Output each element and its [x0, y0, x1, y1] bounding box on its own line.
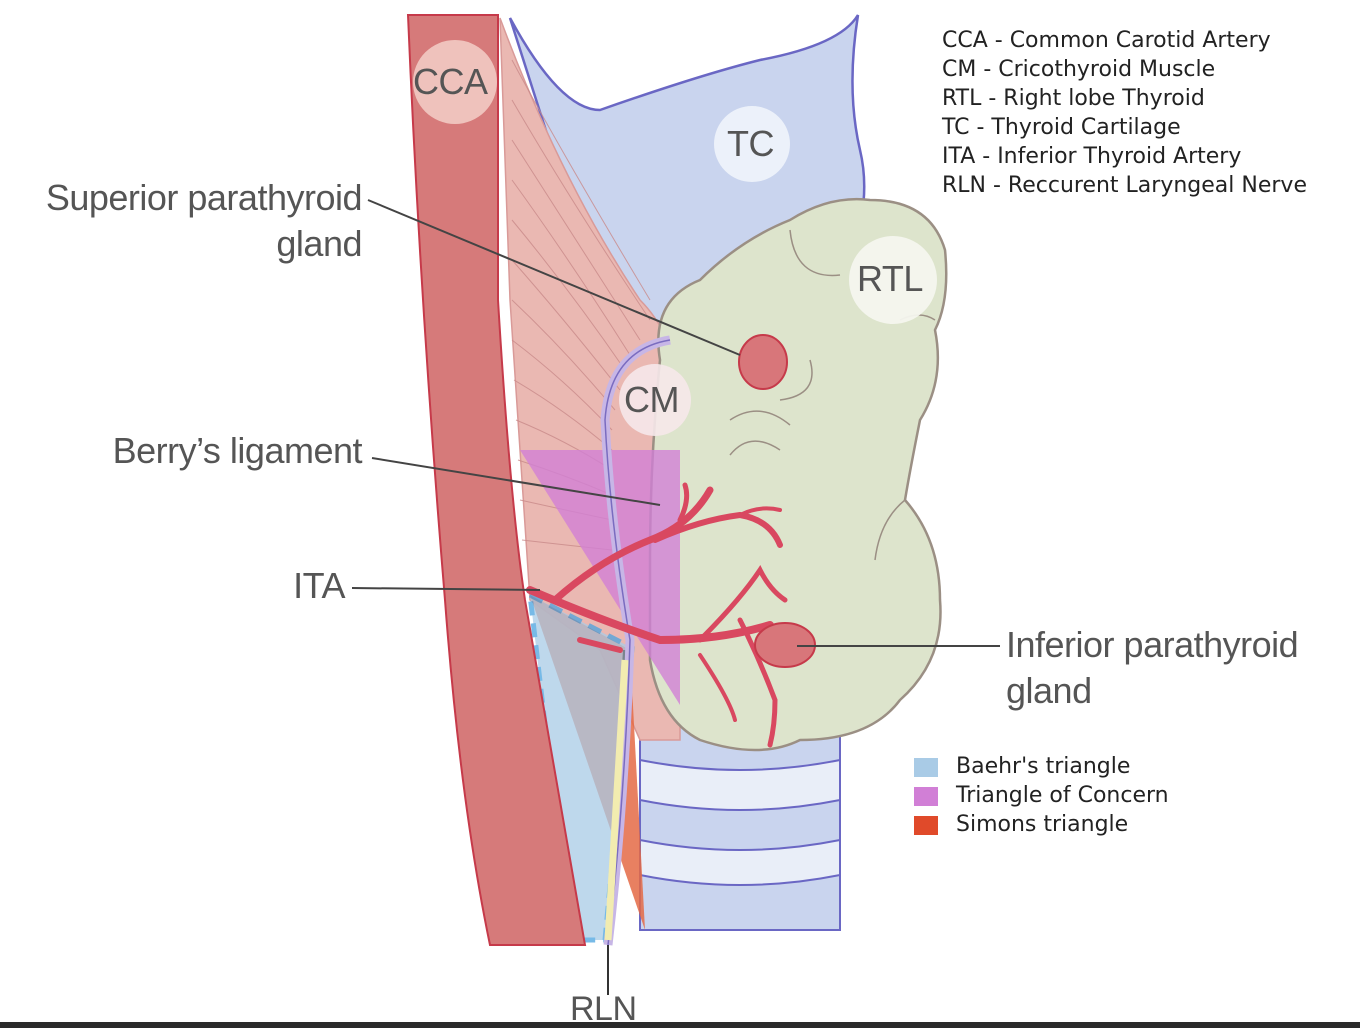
superior-callout-line2: gland: [276, 223, 362, 264]
legend-label-concern: Triangle of Concern: [956, 783, 1169, 808]
abbrev-ita: ITA - Inferior Thyroid Artery: [942, 144, 1242, 169]
berrys-ligament-callout: Berry’s ligament: [112, 430, 363, 471]
rln-label: RLN: [570, 990, 637, 1028]
abbreviation-key: CCA - Common Carotid Artery CM - Cricoth…: [942, 26, 1307, 200]
legend-item-concern: Triangle of Concern: [914, 781, 1214, 810]
legend-label-simons: Simons triangle: [956, 812, 1129, 837]
tc-label-disc: [714, 106, 790, 182]
triangle-of-concern: [520, 450, 680, 705]
inferior-callout-line1: Inferior parathyroid: [1006, 624, 1299, 665]
abbrev-cm: CM - Cricothyroid Muscle: [942, 57, 1216, 82]
legend-item-simons: Simons triangle: [914, 810, 1214, 839]
abbrev-tc: TC - Thyroid Cartilage: [942, 115, 1181, 140]
baehr-swatch: [914, 758, 938, 777]
rtl-label: RTL: [857, 258, 923, 299]
concern-swatch: [914, 787, 938, 806]
superior-parathyroid-callout: Superior parathyroid gland: [10, 175, 363, 267]
triangle-legend: Baehr's triangle Triangle of Concern Sim…: [914, 752, 1214, 839]
superior-parathyroid-gland: [738, 334, 788, 390]
inferior-parathyroid-callout: Inferior parathyroid gland: [1006, 622, 1299, 714]
legend-label-baehr: Baehr's triangle: [956, 754, 1131, 779]
simons-swatch: [914, 816, 938, 835]
superior-callout-line1: Superior parathyroid: [45, 177, 363, 218]
legend-item-baehr: Baehr's triangle: [914, 752, 1214, 781]
common-carotid-artery: [406, 14, 587, 946]
inferior-callout-line2: gland: [1006, 670, 1092, 711]
window-bottom-border: [0, 1022, 1360, 1028]
rtl-label-disc: [849, 236, 937, 324]
cm-label: CM: [624, 379, 680, 420]
tc-label: TC: [727, 123, 775, 164]
cm-label-disc: [619, 364, 691, 436]
abbrev-cca: CCA - Common Carotid Artery: [942, 28, 1271, 53]
abbrev-rln: RLN - Reccurent Laryngeal Nerve: [942, 173, 1307, 198]
trachea: [639, 719, 841, 931]
cca-label: CCA: [413, 61, 488, 102]
leader-lines: [351, 199, 1000, 647]
abbrev-rtl: RTL - Right lobe Thyroid: [942, 86, 1205, 111]
cca-label-disc: [413, 40, 497, 124]
ita-callout: ITA: [293, 565, 345, 606]
